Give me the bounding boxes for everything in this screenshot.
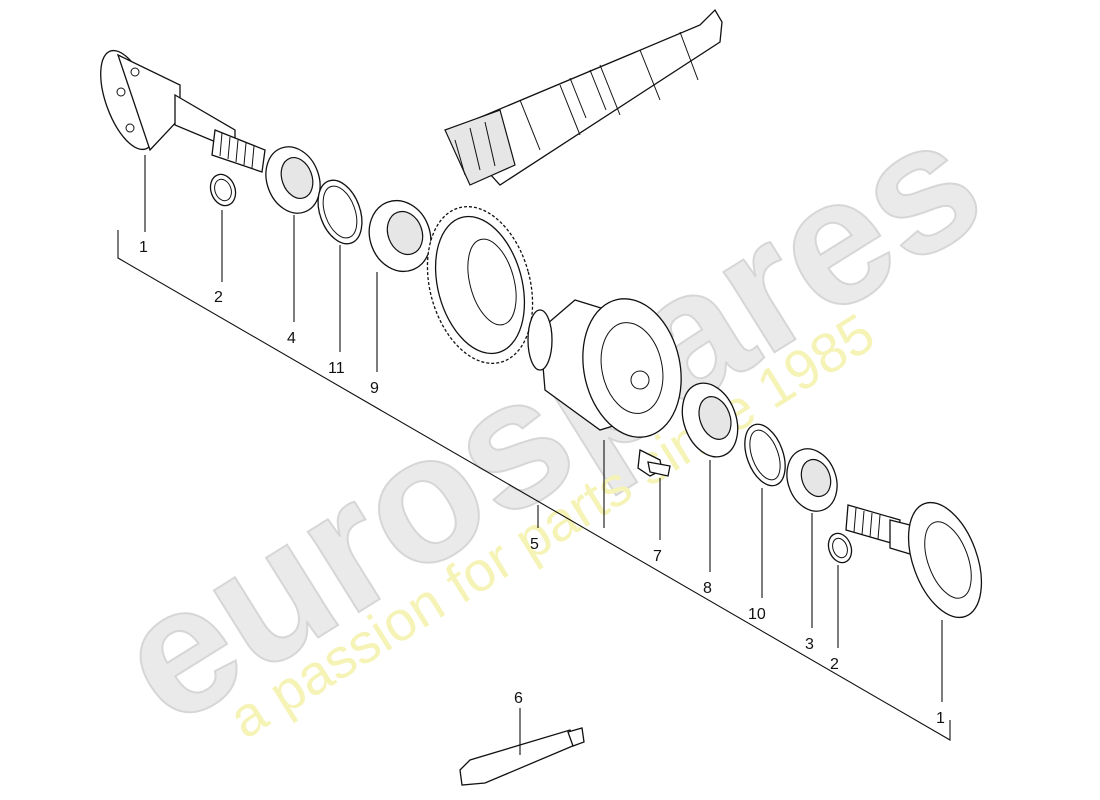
pinion-shaft (444, 8, 723, 186)
differential-housing (527, 298, 682, 438)
callout-4: 4 (287, 330, 296, 347)
grease-tube (459, 727, 585, 786)
shim-ring-left (317, 179, 363, 245)
callout-3: 3 (805, 636, 814, 653)
callout-9: 9 (370, 380, 379, 397)
callout-6: 6 (514, 690, 523, 707)
callout-10: 10 (748, 606, 766, 623)
snap-ring-left (209, 173, 237, 207)
bearing-right (681, 382, 739, 458)
callout-2-left: 2 (214, 289, 223, 306)
output-flange-right (845, 501, 983, 619)
bearing-left (368, 199, 432, 273)
callout-5: 5 (530, 536, 539, 553)
callout-labels: 1 2 4 11 9 5 7 8 10 3 2 1 6 (139, 239, 945, 727)
callout-8: 8 (703, 580, 712, 597)
assembly-bracket (117, 230, 951, 741)
callout-11: 11 (328, 360, 345, 377)
callout-1-right: 1 (936, 710, 945, 727)
output-flange-left (100, 49, 266, 173)
snap-ring-right (827, 532, 853, 564)
callout-7: 7 (653, 548, 662, 565)
callout-2-right: 2 (830, 656, 839, 673)
callout-1-left: 1 (139, 239, 148, 256)
shim-ring-right (744, 423, 786, 487)
ring-gear (426, 205, 534, 365)
leader-lines (144, 155, 943, 755)
shaft-seal-right (786, 448, 838, 512)
bolt (637, 449, 671, 477)
shaft-seal-left (265, 146, 321, 214)
